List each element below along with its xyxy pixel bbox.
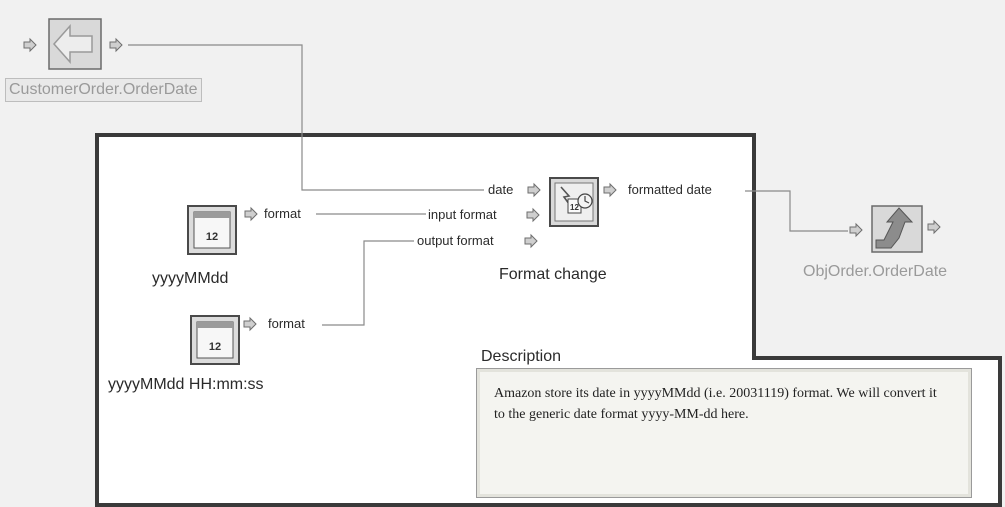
source-arrow-icon[interactable] [48,18,102,70]
wire-formatted-date-to-target[interactable] [745,190,848,232]
source-node-label[interactable]: CustomerOrder.OrderDate [5,78,202,102]
target-in-port-arrow-icon[interactable] [849,223,863,237]
svg-text:12: 12 [209,341,221,353]
calendar1-format-port-label: format [264,206,301,221]
calendar1-node-label: yyyyMMdd [152,270,229,287]
formatted-date-port-label: formatted date [628,182,712,197]
description-text: Amazon store its date in yyyyMMdd (i.e. … [494,386,937,422]
date-input-port-label: date [488,182,514,197]
wire-format-to-output-format[interactable] [322,240,414,326]
target-up-arrow-icon[interactable] [871,205,923,253]
description-box[interactable]: Amazon store its date in yyyyMMdd (i.e. … [476,368,972,498]
source-in-port-arrow-icon[interactable] [23,38,37,52]
output-format-port-label: output format [417,233,494,248]
target-node-label: ObjOrder.OrderDate [803,263,948,280]
svg-text:12: 12 [206,231,218,243]
description-title: Description [481,348,562,365]
format-change-node-label: Format change [499,266,607,283]
wire-source-to-date[interactable] [128,44,484,191]
format-change-icon[interactable]: 12 [549,177,599,227]
svg-text:12: 12 [570,203,579,212]
input-format-port-label: input format [428,207,497,222]
target-out-port-arrow-icon[interactable] [927,220,941,234]
calendar-icon[interactable]: 12 [190,315,240,365]
calendar-icon[interactable]: 12 [187,205,237,255]
source-out-port-arrow-icon[interactable] [109,38,123,52]
calendar2-node-label: yyyyMMdd HH:mm:ss [108,376,264,393]
calendar2-format-port-label: format [268,316,305,331]
